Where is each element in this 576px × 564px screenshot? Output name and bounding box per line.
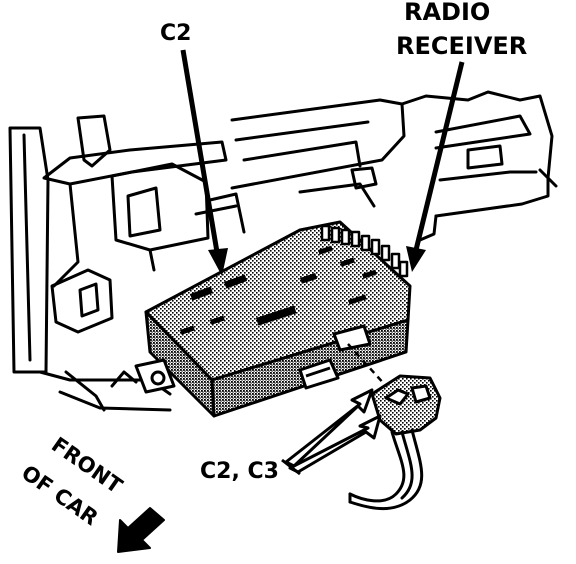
c2-label: C2: [160, 21, 191, 46]
harness-connector: [348, 374, 442, 511]
receiver-label: RECEIVER: [396, 32, 527, 60]
rear-connector-pins: [320, 224, 409, 278]
radio-receiver-callout-arrow: [406, 61, 465, 272]
radio-label: RADIO: [404, 0, 490, 26]
c2-c3-callout-arrows: [281, 388, 382, 476]
connector-alignment-line: [347, 343, 387, 387]
module-vents: [179, 245, 377, 335]
c2-callout-arrow: [180, 49, 228, 276]
c2-c3-label: C2, C3: [200, 459, 279, 484]
radio-receiver-module: [134, 220, 412, 418]
front-of-car-arrow: [117, 507, 165, 553]
